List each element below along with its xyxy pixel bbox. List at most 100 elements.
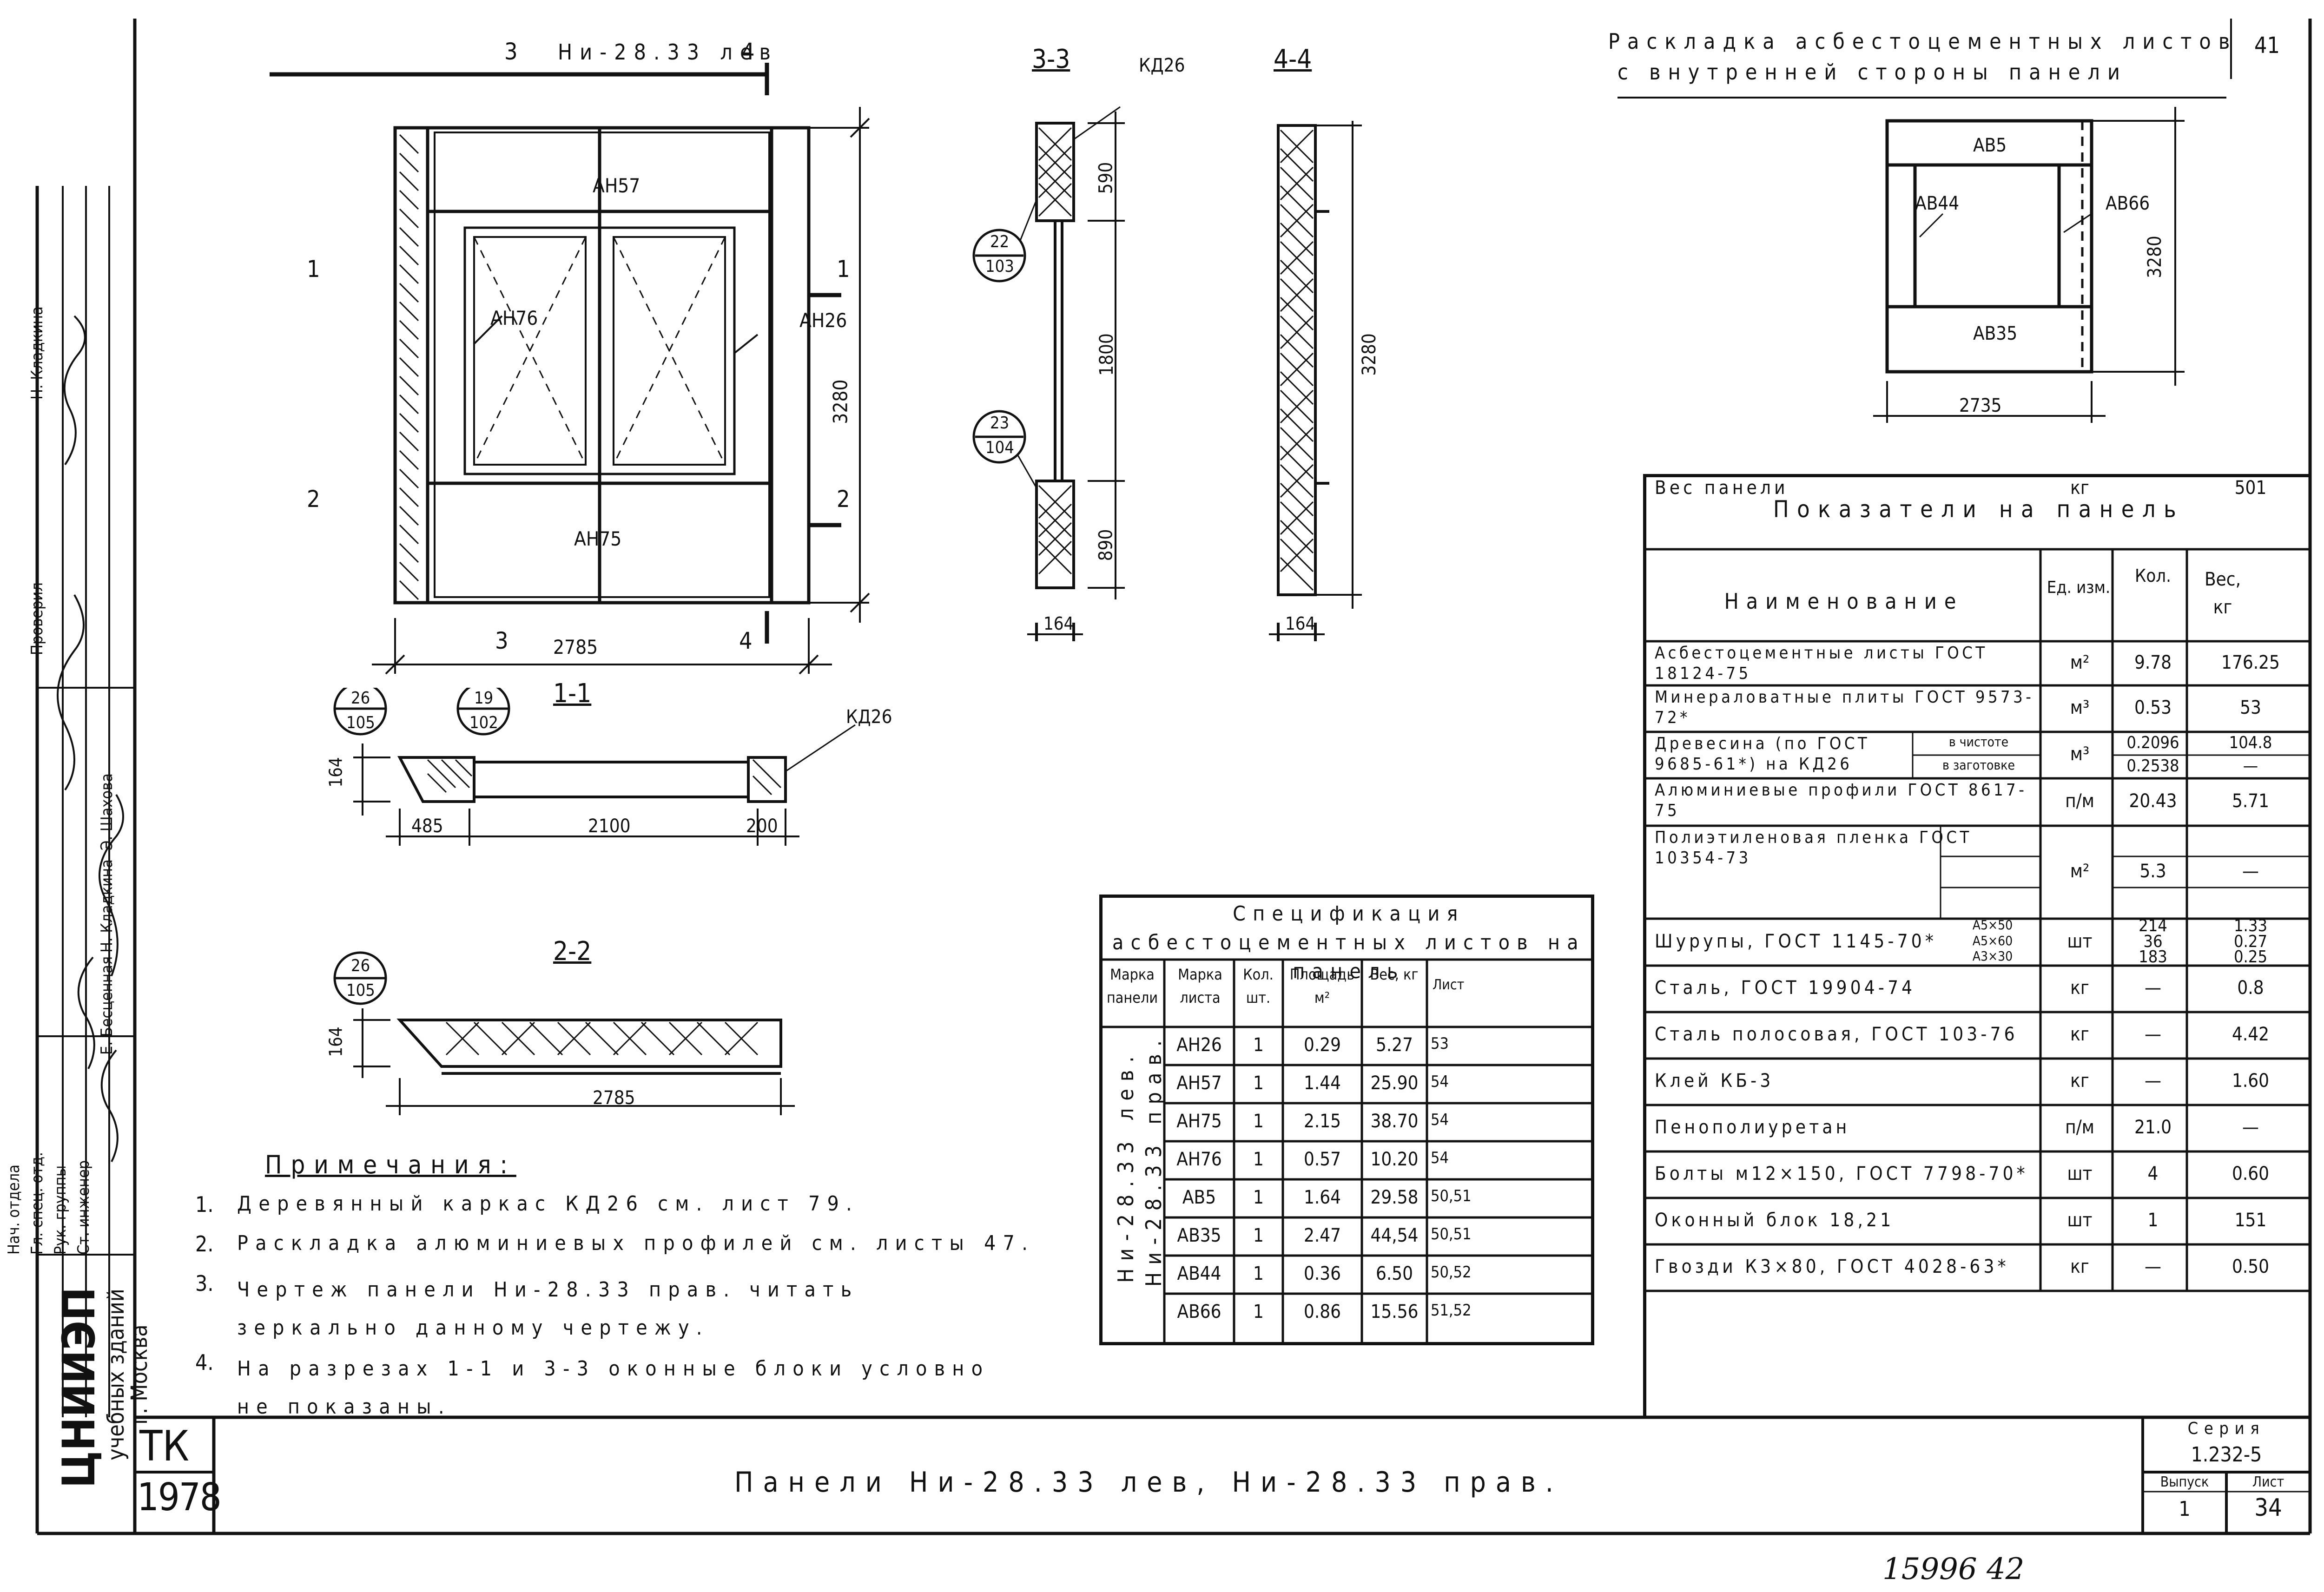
s33-ref-2-bottom: 104 <box>985 438 1014 457</box>
indicator-qty: 4 <box>2147 1163 2159 1184</box>
s44-dim-3280: 3280 <box>1358 333 1380 376</box>
spec-title: Спецификация асбестоцементных листов на … <box>1112 902 1585 983</box>
indicator-qty: 0.53 <box>2134 697 2172 718</box>
s11-ref-2-bottom: 102 <box>469 713 498 732</box>
indicator-qty: 9.78 <box>2134 651 2172 673</box>
indicator-weight: — <box>2243 757 2258 776</box>
footer-number: 15996 42 <box>1882 1552 2025 1586</box>
indicator-weight: — <box>2242 1117 2259 1138</box>
org-subtitle: учебных зданий <box>103 1289 129 1460</box>
s33-dim-1800: 1800 <box>1096 333 1117 376</box>
s33-ref-1-top: 22 <box>990 232 1010 251</box>
indicator-qty: 183 <box>2139 947 2167 967</box>
spec-head-area: Площадь м² <box>1289 966 1355 1007</box>
spec-cell: 54 <box>1431 1149 1449 1167</box>
issue-label: Выпуск <box>2160 1474 2209 1490</box>
layout-label-av5: АВ5 <box>1973 135 2007 156</box>
indicator-unit: шт <box>2067 1163 2093 1184</box>
spec-cell: 25.90 <box>1370 1072 1419 1094</box>
indicator-sub: А5×50 <box>1972 917 2013 933</box>
layout-title-2: с внутренней стороны панели <box>1618 59 2127 85</box>
spec-cell: 1 <box>1253 1225 1264 1246</box>
s11-dim-200: 200 <box>746 816 778 837</box>
indicator-unit: м² <box>2070 861 2090 882</box>
indicator-weight: 501 <box>2234 477 2267 499</box>
spec-cell: 0.57 <box>1303 1149 1341 1170</box>
indicator-qty: — <box>2145 1024 2161 1045</box>
note-4: На разрезах 1-1 и 3-3 оконные блоки усло… <box>237 1357 990 1419</box>
spec-table: Спецификация асбестоцементных листов на … <box>1099 895 1594 1345</box>
dim-height: 3280 <box>829 379 852 424</box>
mark-1-left: 1 <box>307 256 320 283</box>
spec-cell: 29.58 <box>1370 1187 1419 1208</box>
indicator-sub: А5×60 <box>1972 933 2013 948</box>
spec-cell: 1.44 <box>1303 1072 1341 1094</box>
indicator-unit: кг <box>2070 477 2089 499</box>
indicator-qty: 5.3 <box>2139 861 2166 882</box>
indicator-qty: 214 <box>2139 916 2167 935</box>
panel-label-an75: АН75 <box>574 527 622 550</box>
org-name: ЦНИИЭП <box>53 1287 105 1488</box>
dim-width: 2785 <box>553 636 598 658</box>
section-2-2-title: 2-2 <box>553 936 592 967</box>
spec-cell: АВ35 <box>1177 1225 1221 1246</box>
s44-dim-164: 164 <box>1285 613 1316 634</box>
indicator-weight: 0.25 <box>2233 947 2268 967</box>
indicator-qty: — <box>2145 1256 2161 1277</box>
spec-cell: 53 <box>1431 1034 1449 1053</box>
spec-cell: 6.50 <box>1375 1263 1413 1284</box>
s22-dim-164: 164 <box>325 1026 346 1057</box>
indicator-sub: А3×30 <box>1972 948 2013 964</box>
main-title: Панели Ни-28.33 лев, Ни-28.33 прав. <box>734 1466 1563 1499</box>
indicators-table: Показатели на панель <box>1643 474 2310 1417</box>
panel-label-an26: АН26 <box>799 309 847 332</box>
indicator-name: Гвозди К3×80, ГОСТ 4028-63* <box>1655 1256 2009 1277</box>
spec-cell: 54 <box>1431 1111 1449 1129</box>
spec-head-list: Лист <box>1433 977 1465 993</box>
indicator-weight: 0.27 <box>2233 932 2268 951</box>
spec-cell: 15.56 <box>1370 1301 1419 1322</box>
s22-ref-bottom: 105 <box>346 981 375 1000</box>
note-num-3: 3. <box>195 1271 214 1296</box>
spec-cell: АВ5 <box>1182 1187 1216 1208</box>
layout-diagram <box>1873 107 2185 423</box>
indicator-weight: 1.33 <box>2233 916 2268 935</box>
indicator-sub: в чистоте <box>1948 734 2009 750</box>
spec-cell: 51,52 <box>1431 1301 1472 1320</box>
spec-cell: 2.47 <box>1303 1225 1341 1246</box>
indicator-name: Шурупы, ГОСТ 1145-70* <box>1655 930 1937 952</box>
indicator-unit: м³ <box>2070 743 2090 765</box>
s11-dim-485: 485 <box>411 816 443 837</box>
note-num-4: 4. <box>195 1350 214 1375</box>
spec-cell: 2.15 <box>1303 1111 1341 1132</box>
indicator-weight: — <box>2242 861 2259 882</box>
series-value: 1.232-5 <box>2191 1443 2262 1467</box>
panel-label-an76: АН76 <box>490 307 538 329</box>
section-3-3-title: 3-3 <box>1032 44 1070 74</box>
layout-dim-width: 2735 <box>1959 395 2002 416</box>
section-1-1-title: 1-1 <box>553 678 592 709</box>
spec-head-panel: Марка панели <box>1106 966 1158 1007</box>
mark-4-bottom: 4 <box>739 627 753 654</box>
layout-label-av66: АВ66 <box>2106 193 2150 214</box>
spec-grid <box>1099 958 1594 1345</box>
spec-cell: 10.20 <box>1370 1149 1419 1170</box>
series-label: Серия <box>2187 1419 2265 1438</box>
indicator-qty: 0.2096 <box>2126 733 2179 752</box>
s11-ref-1-top: 26 <box>351 689 370 708</box>
ind-head-weight: Вес, кг <box>2204 569 2241 618</box>
note-3: Чертеж панели Ни-28.33 прав. читать зерк… <box>237 1278 859 1340</box>
indicators-grid <box>1643 548 2310 1292</box>
section-4-4-drawing <box>1269 121 1362 641</box>
spec-cell: АВ66 <box>1177 1301 1221 1322</box>
panel-elevation <box>270 63 870 675</box>
spec-head-sheet-mark: Марка листа <box>1178 966 1222 1007</box>
handwritten-signatures <box>57 315 124 1162</box>
indicator-unit: кг <box>2070 1070 2089 1092</box>
indicator-weight: 0.8 <box>2237 977 2264 999</box>
spec-cell: 1 <box>1253 1301 1264 1322</box>
s11-dim-164: 164 <box>325 757 346 788</box>
indicator-name: Древесина (по ГОСТ 9685-61*) на КД26 <box>1655 734 1870 774</box>
tk-label: ТК <box>139 1422 189 1471</box>
indicator-unit: п/м <box>2065 790 2094 812</box>
